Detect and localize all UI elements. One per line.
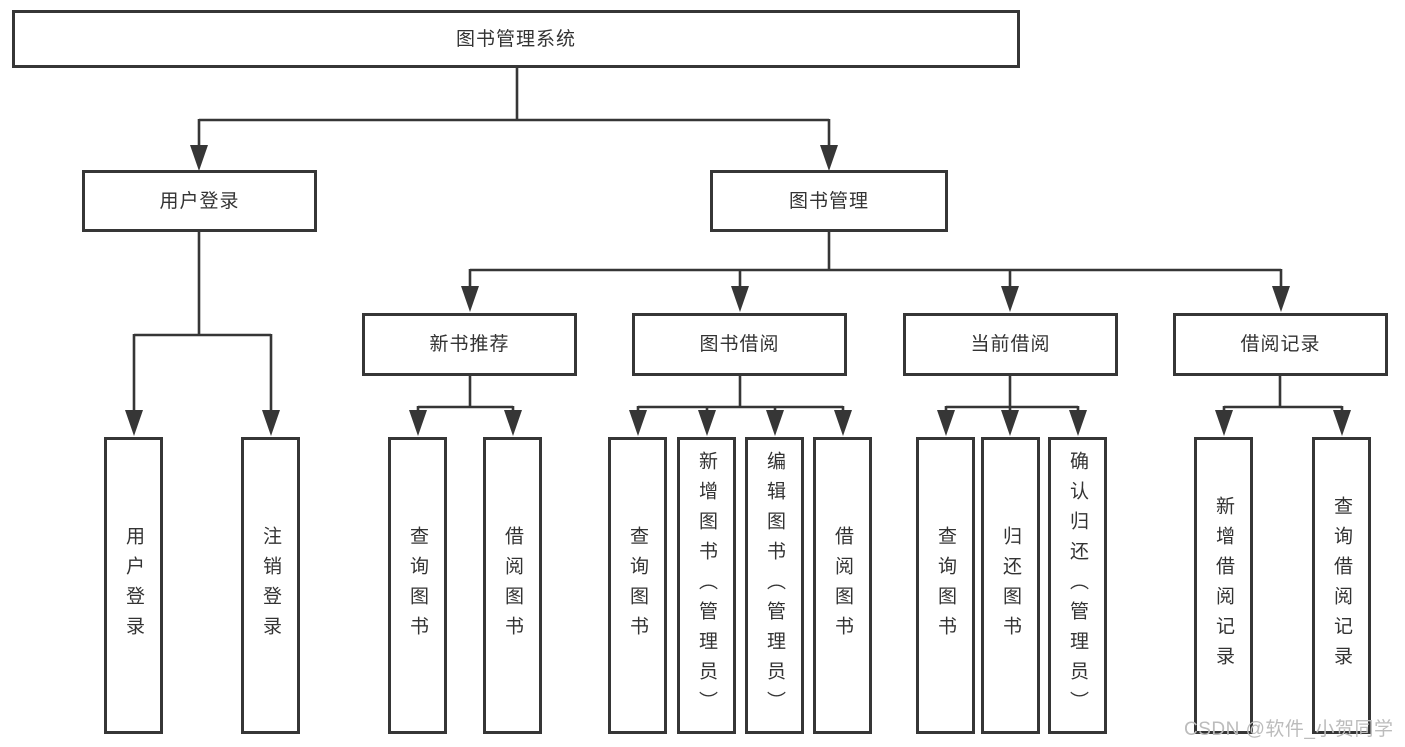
node-query-books-3: 查询图书 [916, 437, 975, 734]
node-label: 新增借阅记录 [1213, 495, 1234, 676]
node-borrow-book-2: 借阅图书 [813, 437, 872, 734]
node-label: 图书借阅 [699, 334, 780, 355]
node-label: 归还图书 [1000, 525, 1021, 646]
node-label: 当前借阅 [970, 334, 1051, 355]
node-logout: 注销登录 [241, 437, 300, 734]
arrowhead-icons [125, 145, 1351, 436]
node-label: 用户登录 [123, 525, 144, 646]
node-edit-book-admin: 编辑图书（管理员） [745, 437, 804, 734]
node-label: 查询图书 [627, 525, 648, 646]
watermark: CSDN @软件_小贺同学 [1184, 719, 1394, 740]
node-borrow-book-1: 借阅图书 [483, 437, 542, 734]
node-label: 确认归还（管理员） [1067, 450, 1088, 721]
node-label: 图书管理系统 [455, 28, 576, 50]
node-label: 借阅图书 [832, 525, 853, 646]
node-user-login-leaf: 用户登录 [104, 437, 163, 734]
node-confirm-return-admin: 确认归还（管理员） [1048, 437, 1107, 734]
node-label: 借阅图书 [502, 525, 523, 646]
node-query-borrow-record: 查询借阅记录 [1312, 437, 1371, 734]
node-label: 图书管理 [788, 190, 869, 212]
node-query-books-2: 查询图书 [608, 437, 667, 734]
node-label: 借阅记录 [1240, 334, 1321, 355]
node-return-book: 归还图书 [981, 437, 1040, 734]
node-user-login: 用户登录 [82, 170, 317, 232]
node-label: 新书推荐 [429, 334, 510, 355]
node-label: 编辑图书（管理员） [764, 450, 785, 721]
node-label: 查询借阅记录 [1331, 495, 1352, 676]
node-library-system: 图书管理系统 [12, 10, 1020, 68]
node-label: 新增图书（管理员） [696, 450, 717, 721]
node-add-book-admin: 新增图书（管理员） [677, 437, 736, 734]
node-label: 注销登录 [260, 525, 281, 646]
node-borrow-records: 借阅记录 [1173, 313, 1388, 376]
node-label: 查询图书 [407, 525, 428, 646]
node-label: 查询图书 [935, 525, 956, 646]
node-query-books-1: 查询图书 [388, 437, 447, 734]
node-current-borrow: 当前借阅 [903, 313, 1118, 376]
node-new-book-recommend: 新书推荐 [362, 313, 577, 376]
node-label: 用户登录 [159, 190, 240, 212]
node-book-management: 图书管理 [710, 170, 948, 232]
node-book-borrow: 图书借阅 [632, 313, 847, 376]
node-add-borrow-record: 新增借阅记录 [1194, 437, 1253, 734]
